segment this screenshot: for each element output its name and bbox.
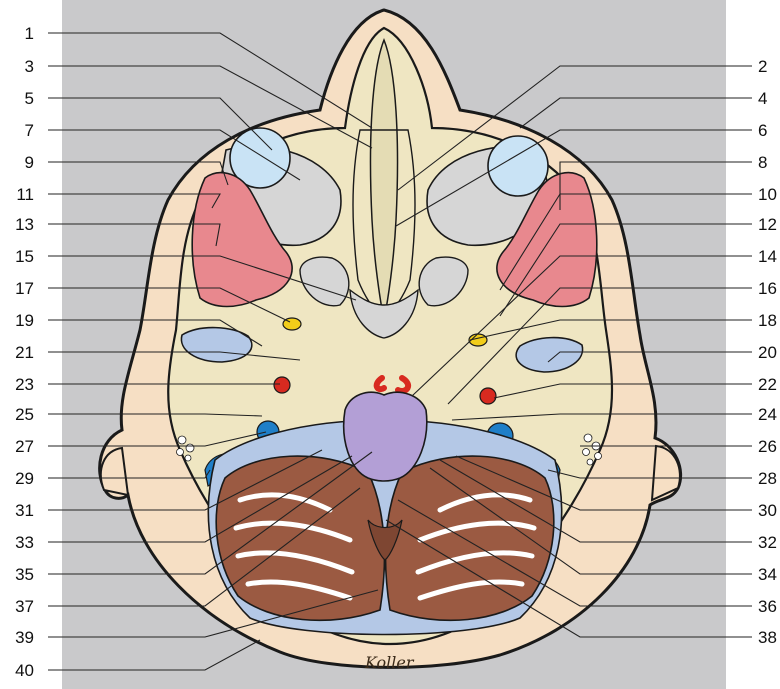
- label-23: 23: [15, 375, 34, 394]
- artist-signature: Koller: [364, 653, 415, 672]
- label-4: 4: [758, 89, 767, 108]
- label-24: 24: [758, 405, 777, 424]
- label-2: 2: [758, 57, 767, 76]
- label-30: 30: [758, 501, 777, 520]
- label-1: 1: [25, 24, 34, 43]
- label-8: 8: [758, 153, 767, 172]
- label-27: 27: [15, 437, 34, 456]
- label-40: 40: [15, 661, 34, 680]
- label-11: 11: [16, 185, 34, 204]
- label-19: 19: [15, 311, 34, 330]
- label-14: 14: [758, 247, 777, 266]
- label-21: 21: [15, 343, 34, 362]
- label-16: 16: [758, 279, 777, 298]
- label-37: 37: [15, 597, 34, 616]
- label-35: 35: [15, 565, 34, 584]
- label-18: 18: [758, 311, 777, 330]
- label-5: 5: [25, 89, 34, 108]
- label-10: 10: [758, 185, 777, 204]
- label-22: 22: [758, 375, 777, 394]
- label-9: 9: [25, 153, 34, 172]
- label-29: 29: [15, 469, 34, 488]
- label-13: 13: [15, 215, 34, 234]
- label-31: 31: [15, 501, 34, 520]
- left-internal-carotid: [274, 377, 290, 393]
- label-39: 39: [15, 628, 34, 647]
- label-26: 26: [758, 437, 777, 456]
- label-36: 36: [758, 597, 777, 616]
- right-internal-carotid: [480, 388, 496, 404]
- label-32: 32: [758, 533, 777, 552]
- label-34: 34: [758, 565, 777, 584]
- right-eyeball: [488, 136, 548, 196]
- label-17: 17: [15, 279, 34, 298]
- label-15: 15: [15, 247, 34, 266]
- label-3: 3: [25, 57, 34, 76]
- label-6: 6: [758, 121, 767, 140]
- cerebellum-left-hemisphere: [216, 456, 384, 620]
- label-7: 7: [25, 121, 34, 140]
- label-38: 38: [758, 628, 777, 647]
- label-20: 20: [758, 343, 777, 362]
- label-28: 28: [758, 469, 777, 488]
- label-33: 33: [15, 533, 34, 552]
- label-12: 12: [758, 215, 777, 234]
- label-25: 25: [15, 405, 34, 424]
